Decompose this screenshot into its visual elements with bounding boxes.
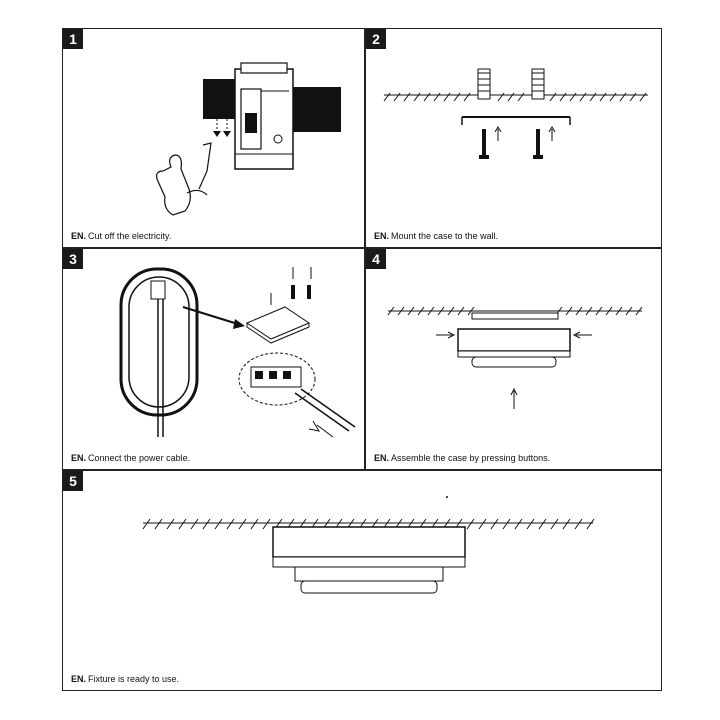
step-number: 2 <box>366 29 386 49</box>
fixture-ready-illustration <box>142 496 595 594</box>
step-1-panel: 1 EN.Cut off the electricity. <box>62 28 365 248</box>
step-3-panel: 3 EN.Connect the power cable. <box>62 248 365 470</box>
step-caption: EN.Fixture is ready to use. <box>71 674 180 684</box>
step-number: 3 <box>63 249 83 269</box>
step-caption: EN.Cut off the electricity. <box>71 231 172 241</box>
step-number: 1 <box>63 29 83 49</box>
step-4-panel: 4 EN.Assemble the case by pressing butto… <box>365 248 662 470</box>
step-number: 4 <box>366 249 386 269</box>
wall-mount-illustration <box>383 68 648 159</box>
step-caption: EN.Assemble the case by pressing buttons… <box>374 453 551 463</box>
step-5-panel: 5 EN.Fixture is ready to use. <box>62 470 662 691</box>
step-2-panel: 2 EN.Mount the case to the wall <box>365 28 662 248</box>
assemble-case-illustration <box>387 306 643 409</box>
circuit-breaker-illustration <box>156 62 341 216</box>
step-caption: EN.Connect the power cable. <box>71 453 191 463</box>
step-caption: EN.Mount the case to the wall. <box>374 231 499 241</box>
step-number: 5 <box>63 471 83 491</box>
power-cable-illustration <box>119 267 356 438</box>
